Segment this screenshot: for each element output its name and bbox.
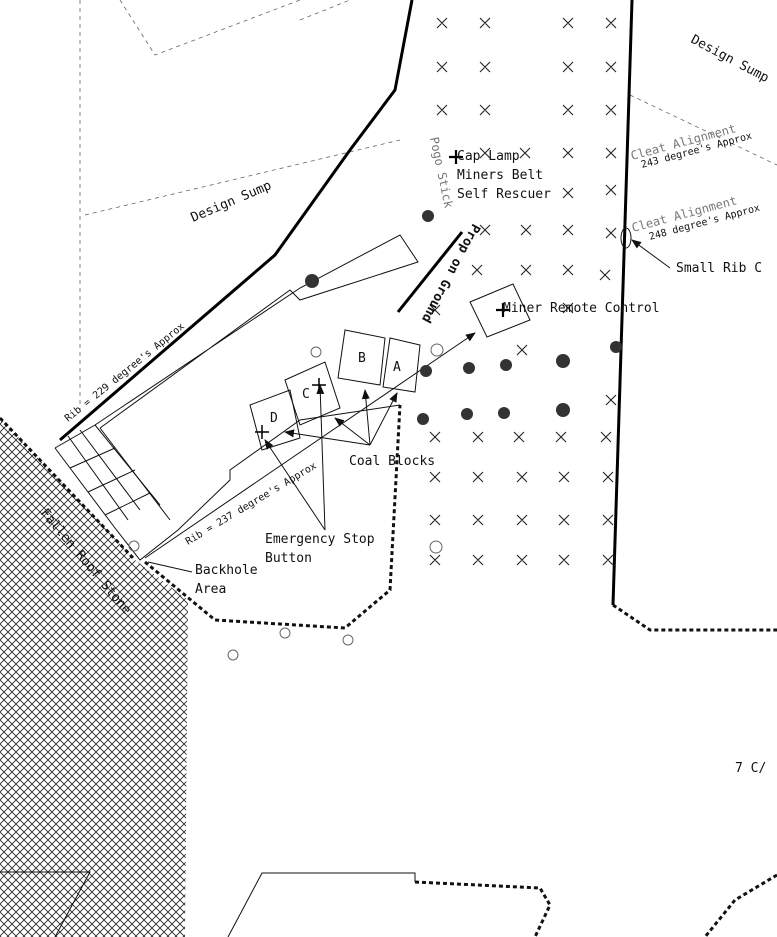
button-label: Button <box>265 551 312 566</box>
design-sump-left-label: Design Sump <box>189 178 274 226</box>
emergency-stop-label: Emergency Stop <box>265 532 375 547</box>
survey-lines <box>79 0 777 415</box>
dots-filled <box>305 210 622 425</box>
miner-remote-label: Miner Remote Control <box>503 301 660 316</box>
coal-blocks: A B C D <box>249 329 421 451</box>
arrows <box>144 239 671 559</box>
self-rescuer-label: Self Rescuer <box>457 187 551 202</box>
coal-blocks-label: Coal Blocks <box>349 454 435 469</box>
small-rib-ellipse <box>620 227 632 249</box>
rib-line-left <box>59 0 414 442</box>
roof-bolt-grid <box>429 17 617 566</box>
block-b-outline <box>337 329 386 386</box>
block-d-outline <box>249 389 301 451</box>
pogo-stick-label: Pogo Stick <box>427 136 456 210</box>
fallen-roof-area <box>0 418 188 937</box>
backhole-label: Backhole <box>195 563 258 578</box>
area-label: Area <box>195 582 226 597</box>
prop-on-ground-line <box>396 231 464 313</box>
block-a-outline <box>382 337 421 393</box>
continuous-miner <box>54 234 419 561</box>
design-sump-right-label: Design Sump <box>688 32 771 86</box>
small-rib-label: Small Rib C <box>676 261 762 276</box>
face-boundary-bottom-right <box>703 873 777 937</box>
block-d-label: D <box>270 411 278 426</box>
rib-229-label: Rib = 229 degree's Approx <box>63 321 187 424</box>
block-c-label: C <box>302 387 310 402</box>
cap-lamp-label: Cap Lamp <box>457 149 520 164</box>
block-a-label: A <box>393 360 401 375</box>
face-boundary-bottom <box>414 880 552 937</box>
backhole-leader <box>147 561 193 573</box>
miners-belt-label: Miners Belt <box>457 168 543 183</box>
face-boundary-right <box>612 603 777 632</box>
dots-open <box>128 343 444 661</box>
miner-remote-box <box>469 283 531 338</box>
fallen-roof-boundary <box>0 416 137 562</box>
block-c-outline <box>284 361 341 426</box>
cut-label: 7 C/ <box>735 761 766 776</box>
pillar-outline-bottom <box>0 871 416 937</box>
block-b-label: B <box>358 351 366 366</box>
rib-line-right <box>611 0 634 606</box>
evidence-crosses <box>255 150 510 439</box>
